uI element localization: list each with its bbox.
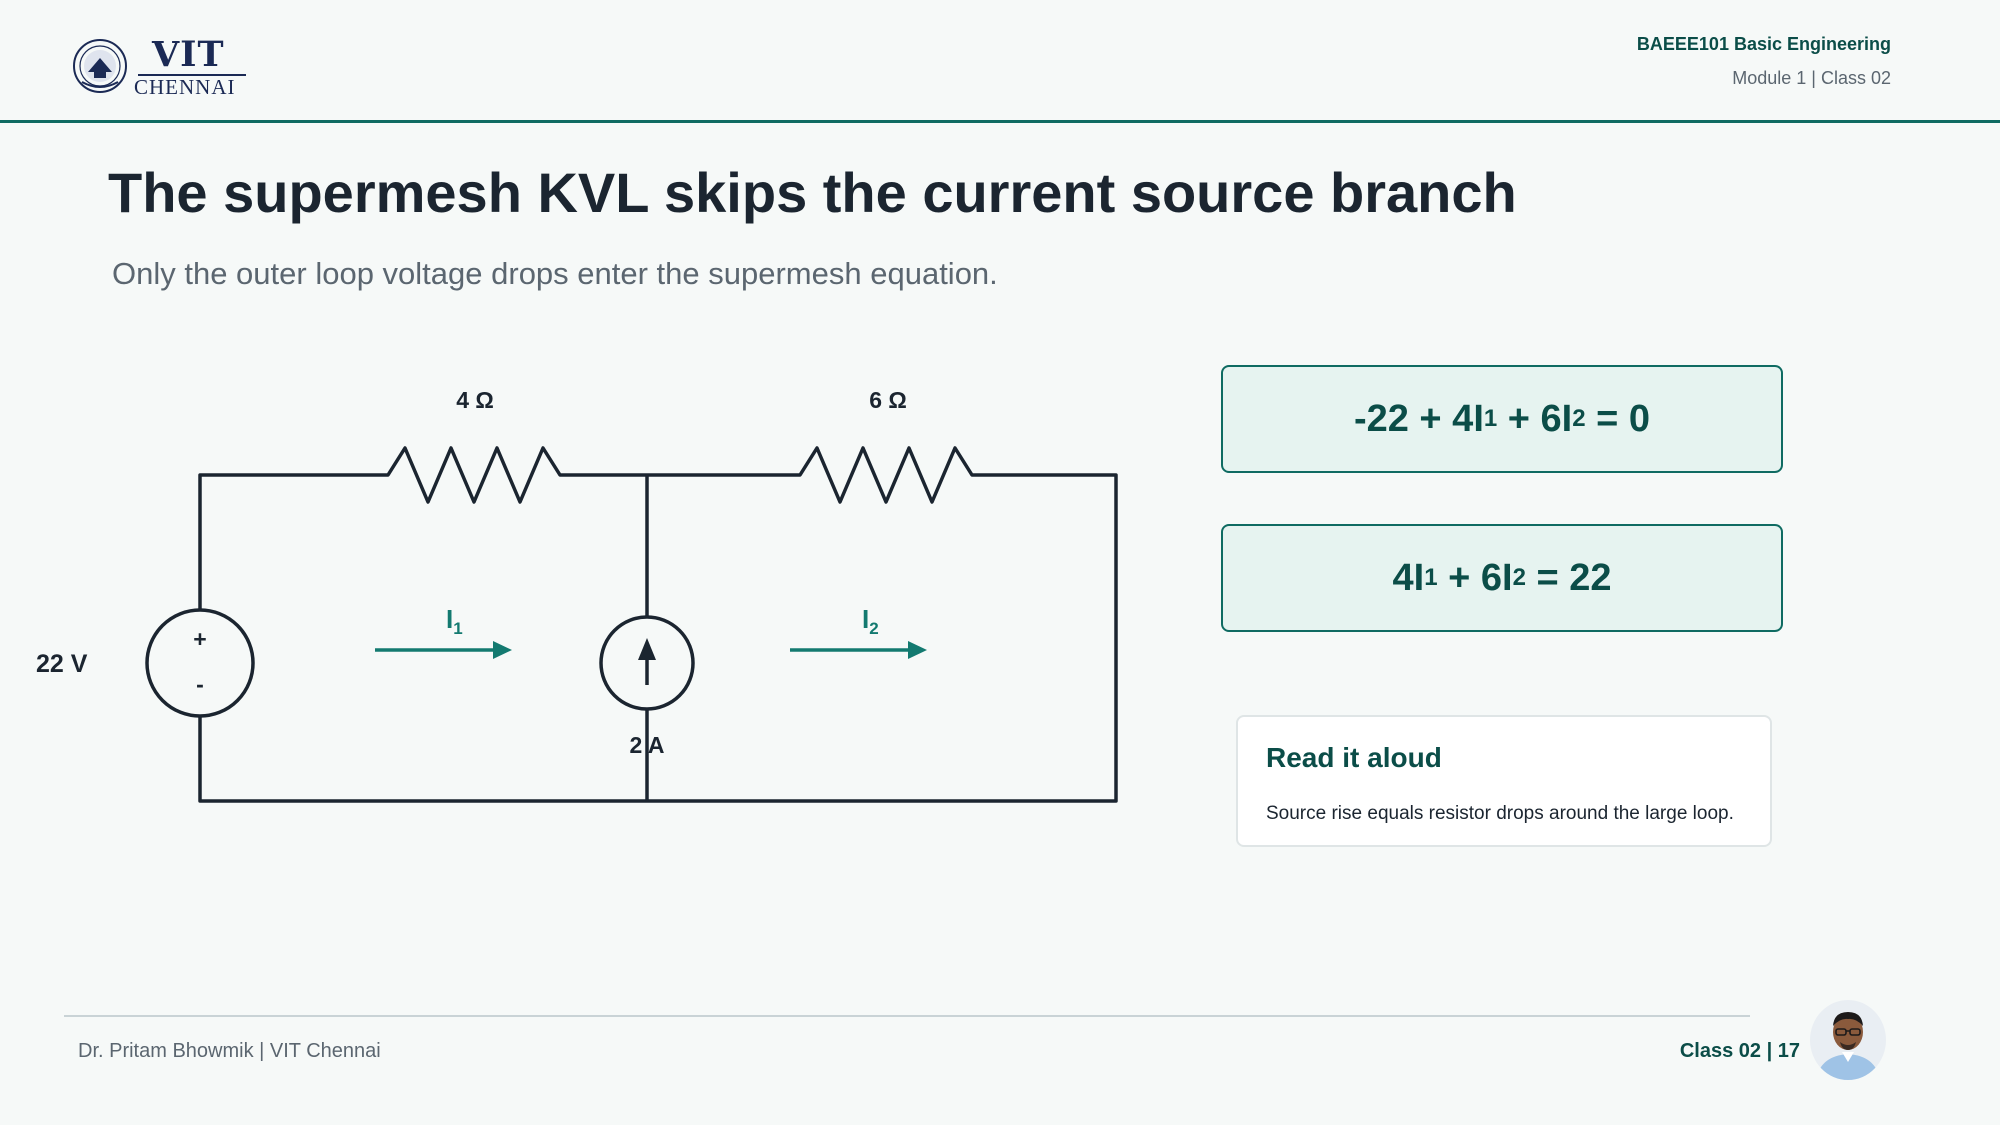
eq1-sub2: 2 bbox=[1572, 405, 1586, 432]
eq1-sub1: 1 bbox=[1483, 405, 1498, 432]
logo-vit-text: VIT bbox=[152, 34, 225, 75]
read-aloud-body: Source rise equals resistor drops around… bbox=[1266, 803, 1734, 824]
i1-arrow-head bbox=[493, 641, 512, 659]
source-voltage-label: 22 V bbox=[36, 650, 88, 678]
r1-label: 4 Ω bbox=[456, 387, 494, 413]
current-source-label: 2 A bbox=[630, 732, 665, 758]
circuit-diagram: 4 Ω 6 Ω 22 V + - 2 A I1 I2 bbox=[36, 387, 1118, 803]
source-minus: - bbox=[196, 671, 204, 697]
vit-seal-icon bbox=[73, 39, 127, 93]
i2-arrow-head bbox=[908, 641, 927, 659]
footer-author: Dr. Pritam Bhowmik | VIT Chennai bbox=[78, 1040, 381, 1062]
slide-title: The supermesh KVL skips the current sour… bbox=[108, 161, 1517, 224]
eq2-part3: = 22 bbox=[1525, 556, 1612, 599]
wire-top-left bbox=[198, 473, 365, 610]
footer-divider bbox=[64, 1015, 1750, 1017]
source-plus: + bbox=[193, 626, 206, 652]
logo-rule bbox=[138, 74, 246, 76]
r2-label: 6 Ω bbox=[869, 387, 907, 413]
wire-top-right bbox=[198, 473, 1118, 803]
module-class: Module 1 | Class 02 bbox=[1732, 68, 1891, 88]
resistor-6ohm bbox=[778, 446, 996, 504]
eq1-part3: = 0 bbox=[1585, 397, 1651, 440]
presenter-avatar bbox=[1810, 1000, 1886, 1080]
voltage-source bbox=[145, 608, 255, 718]
slide-header: VIT CHENNAI BAEEE101 Basic Engineering M… bbox=[0, 0, 2000, 123]
footer-page-number: Class 02 | 17 bbox=[1679, 1040, 1800, 1062]
resistor-4ohm bbox=[365, 446, 585, 504]
read-aloud-title: Read it aloud bbox=[1266, 742, 1442, 773]
course-code: BAEEE101 Basic Engineering bbox=[1636, 34, 1891, 54]
read-aloud-card: Read it aloud Source rise equals resisto… bbox=[1236, 715, 1772, 847]
eq2-part1: 4I bbox=[1392, 556, 1425, 599]
current-source-arrow-head bbox=[638, 638, 656, 660]
eq2-part2: + 6I bbox=[1437, 556, 1513, 599]
i2-label: I2 bbox=[862, 604, 879, 638]
eq1-part2: + 6I bbox=[1497, 397, 1573, 440]
current-source bbox=[599, 615, 695, 711]
eq2-sub1: 1 bbox=[1424, 564, 1438, 591]
avatar-icon bbox=[1810, 1000, 1886, 1080]
eq1-part1: -22 + 4I bbox=[1353, 397, 1484, 440]
eq2-sub2: 2 bbox=[1512, 564, 1526, 591]
vit-logo: VIT CHENNAI bbox=[72, 34, 247, 99]
i1-label: I1 bbox=[446, 604, 463, 638]
logo-chennai-text: CHENNAI bbox=[134, 75, 236, 99]
slide-subtitle: Only the outer loop voltage drops enter … bbox=[112, 256, 998, 291]
